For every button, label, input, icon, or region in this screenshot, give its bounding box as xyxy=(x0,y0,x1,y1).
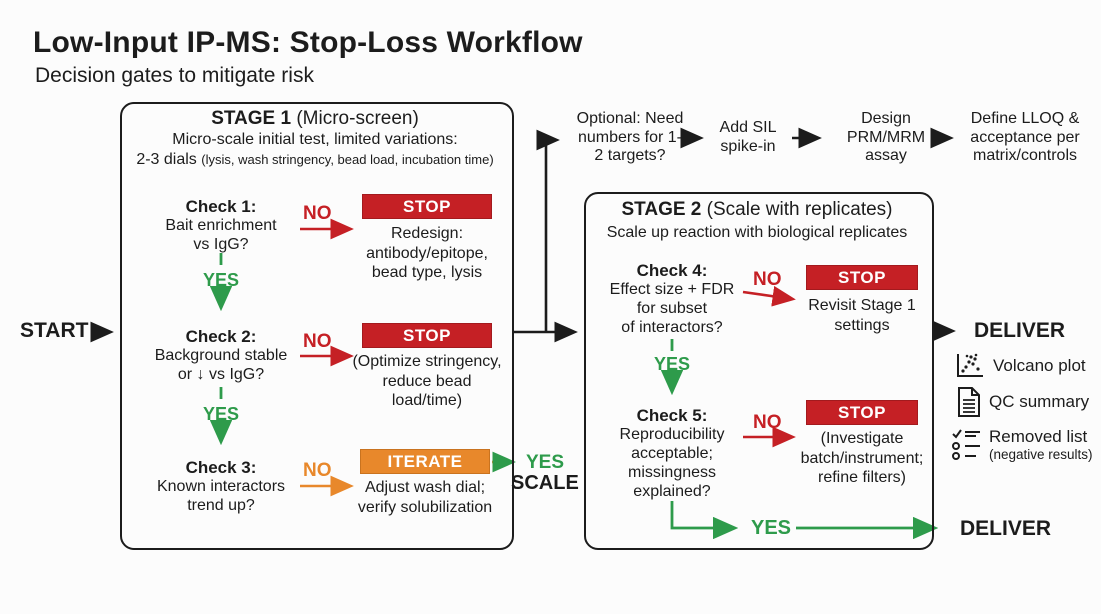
optional-step1: Optional: Need numbers for 1- 2 targets? xyxy=(576,110,684,164)
check2-stop-box: STOP xyxy=(362,323,492,348)
deliverable-qc: QC summary xyxy=(956,386,1089,418)
deliverable-volcano-label: Volcano plot xyxy=(993,356,1086,375)
stage2-subtitle: Scale up reaction with biological replic… xyxy=(606,224,908,241)
stage1-subtitle: Micro-scale initial test, limited variat… xyxy=(172,131,458,148)
check4-node: Check 4: Effect size + FDR for subset of… xyxy=(585,261,759,337)
stage2-title-rest: (Scale with replicates) xyxy=(701,199,893,220)
scale-yes-label: YES xyxy=(526,452,565,473)
check1-stop-box: STOP xyxy=(362,194,492,219)
check2-no-label: NO xyxy=(303,331,332,352)
check5-no-label: NO xyxy=(753,412,782,433)
check1-yes-label: YES xyxy=(202,270,240,290)
stage1-dials-detail: (lysis, wash stringency, bead load, incu… xyxy=(201,152,494,167)
optional-step2: Add SIL spike-in xyxy=(719,119,777,155)
stage1-title-rest: (Micro-screen) xyxy=(291,108,419,129)
stage2-title-bold: STAGE 2 xyxy=(621,199,702,220)
check1-no-label: NO xyxy=(303,203,332,224)
page-subtitle: Decision gates to mitigate risk xyxy=(35,64,314,87)
qc-summary-icon xyxy=(958,387,980,417)
stage2-box xyxy=(584,192,934,550)
removed-list-icon xyxy=(952,428,980,460)
scale-label: SCALE xyxy=(511,472,579,494)
check2-line1: Background stable xyxy=(154,347,288,364)
check2-node: Check 2: Background stable or ↓ vs IgG? xyxy=(131,327,311,384)
check1-line1: Bait enrichment xyxy=(165,217,277,234)
check1-title: Check 1: xyxy=(185,197,257,216)
check2-title: Check 2: xyxy=(185,327,257,346)
deliverable-removed-sublabel: (negative results) xyxy=(989,447,1093,462)
stage1-title-bold: STAGE 1 xyxy=(211,108,292,129)
check2-action: (Optimize stringency, reduce bead load/t… xyxy=(352,353,502,409)
check4-no-label: NO xyxy=(753,269,782,290)
deliverable-volcano: Volcano plot xyxy=(954,352,1086,380)
final-yes-label: YES xyxy=(751,517,792,539)
check4-action: Revisit Stage 1 settings xyxy=(808,297,916,334)
check5-action: (Investigate batch/instrument; refine fi… xyxy=(800,430,924,486)
check3-no-label: NO xyxy=(303,460,332,481)
optional-step3: Design PRM/MRM assay xyxy=(846,110,926,164)
deliverable-removed-labels: Removed list (negative results) xyxy=(989,427,1093,462)
deliverable-removed: Removed list (negative results) xyxy=(950,427,1093,462)
check4-title: Check 4: xyxy=(636,261,708,280)
check3-node: Check 3: Known interactors trend up? xyxy=(131,458,311,515)
stage1-dials: 2-3 dials xyxy=(136,151,202,168)
page-title: Low-Input IP-MS: Stop-Loss Workflow xyxy=(33,26,583,59)
check3-iterate-box: ITERATE xyxy=(360,449,490,474)
check3-line1: Known interactors xyxy=(156,478,286,495)
stage1-dials-line: 2-3 dials (lysis, wash stringency, bead … xyxy=(124,151,506,169)
check1-line2: vs IgG? xyxy=(193,236,249,253)
start-label: START xyxy=(20,319,89,342)
deliver-bottom-label: DELIVER xyxy=(960,517,1052,540)
volcano-plot-icon xyxy=(957,353,983,377)
check3-line2: trend up? xyxy=(187,497,255,514)
deliverable-removed-label: Removed list xyxy=(989,427,1088,446)
check1-action: Redesign: antibody/epitope, bead type, l… xyxy=(366,225,488,281)
check1-node: Check 1: Bait enrichment vs IgG? xyxy=(136,197,306,254)
check5-title: Check 5: xyxy=(636,406,708,425)
stage2-title: STAGE 2 (Scale with replicates) xyxy=(594,199,920,221)
check4-yes-label: YES xyxy=(653,354,691,374)
deliver-top-label: DELIVER xyxy=(974,319,1066,342)
check2-yes-label: YES xyxy=(202,404,240,424)
check2-line2: or ↓ vs IgG? xyxy=(177,366,265,383)
check5-stop-box: STOP xyxy=(806,400,918,425)
check3-action: Adjust wash dial; verify solubilization xyxy=(357,479,493,516)
stage1-box xyxy=(120,102,514,550)
optional-step4: Define LLOQ & acceptance per matrix/cont… xyxy=(970,110,1080,164)
deliverable-qc-label: QC summary xyxy=(989,392,1090,411)
check4-stop-box: STOP xyxy=(806,265,918,290)
check3-title: Check 3: xyxy=(185,458,257,477)
stage1-title: STAGE 1 (Micro-screen) xyxy=(130,108,500,130)
check5-node: Check 5: Reproducibility acceptable; mis… xyxy=(585,406,759,501)
